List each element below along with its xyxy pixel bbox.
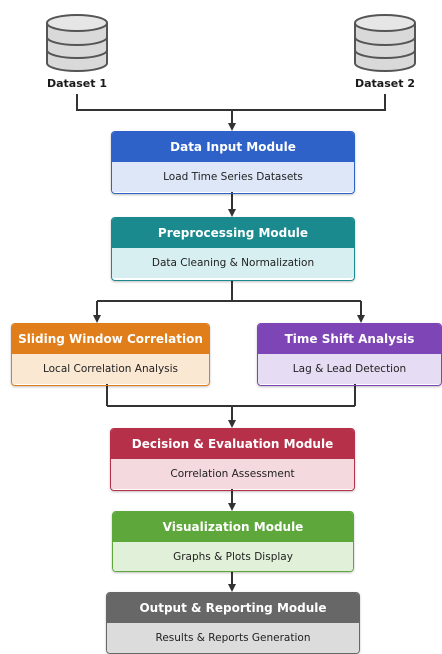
connector-split [93, 280, 365, 323]
database-icon [46, 14, 108, 72]
visualization-module-subtitle: Graphs & Plots Display [113, 542, 353, 571]
database-icon [354, 14, 416, 72]
visualization-module: Visualization Module Graphs & Plots Disp… [112, 511, 354, 572]
connector-datasets [76, 94, 386, 131]
visualization-module-title: Visualization Module [113, 512, 353, 542]
dataset-2-label: Dataset 2 [355, 77, 415, 90]
output-reporting-module: Output & Reporting Module Results & Repo… [106, 592, 360, 654]
dataset-1-label: Dataset 1 [47, 77, 107, 90]
connector-merge [106, 384, 356, 428]
preprocessing-module: Preprocessing Module Data Cleaning & Nor… [111, 217, 355, 281]
output-module-title: Output & Reporting Module [107, 593, 359, 623]
data-input-module-title: Data Input Module [112, 132, 354, 162]
sliding-window-module-title: Sliding Window Correlation [12, 324, 209, 354]
output-module-subtitle: Results & Reports Generation [107, 623, 359, 653]
sliding-window-correlation-module: Sliding Window Correlation Local Correla… [11, 323, 210, 386]
data-input-module-subtitle: Load Time Series Datasets [112, 162, 354, 192]
preprocessing-module-subtitle: Data Cleaning & Normalization [112, 248, 354, 278]
decision-evaluation-module: Decision & Evaluation Module Correlation… [110, 428, 355, 491]
preprocessing-module-title: Preprocessing Module [112, 218, 354, 248]
time-shift-analysis-module: Time Shift Analysis Lag & Lead Detection [257, 323, 442, 386]
data-input-module: Data Input Module Load Time Series Datas… [111, 131, 355, 194]
time-shift-module-subtitle: Lag & Lead Detection [258, 354, 441, 384]
decision-module-subtitle: Correlation Assessment [111, 459, 354, 489]
sliding-window-module-subtitle: Local Correlation Analysis [12, 354, 209, 384]
time-shift-module-title: Time Shift Analysis [258, 324, 441, 354]
decision-module-title: Decision & Evaluation Module [111, 429, 354, 459]
